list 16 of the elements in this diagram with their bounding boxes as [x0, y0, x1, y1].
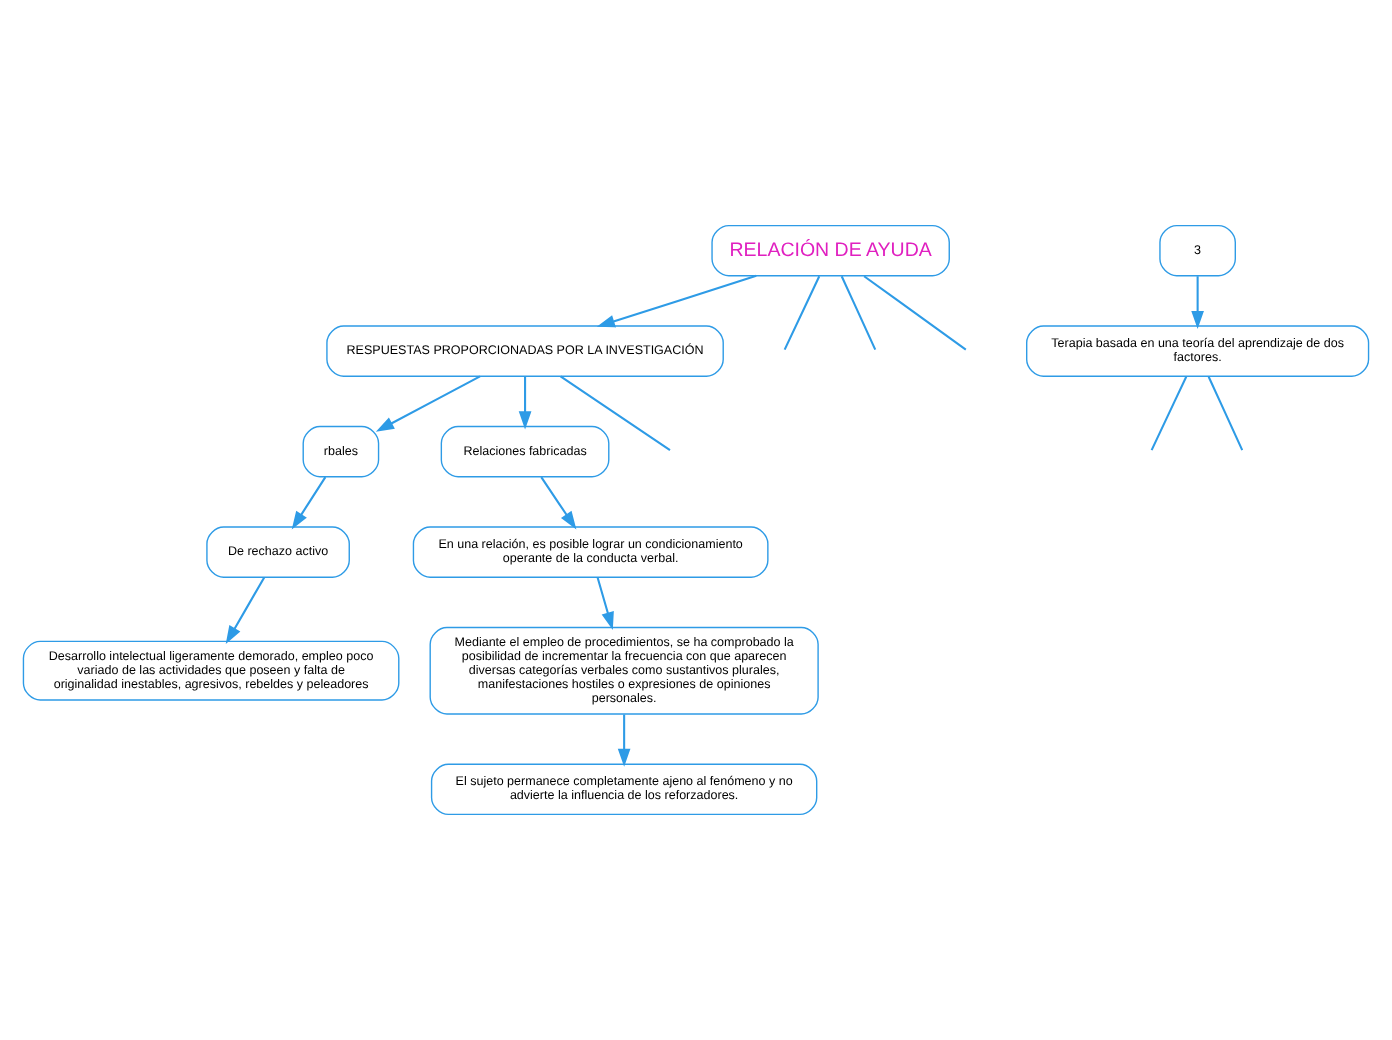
connector [1207, 376, 1244, 451]
connector [863, 275, 967, 351]
arrow [518, 376, 532, 430]
arrow [540, 476, 577, 530]
arrow [291, 476, 327, 530]
arrow [596, 577, 614, 631]
connector [840, 275, 877, 351]
arrow [1191, 276, 1204, 330]
arrow [596, 274, 757, 328]
connector [783, 275, 821, 351]
node-box: RELACIÓN DE AYUDA [711, 224, 950, 277]
connector [1150, 376, 1188, 451]
arrow [375, 375, 481, 432]
connector [560, 375, 671, 451]
arrow [617, 714, 631, 767]
arrow [225, 576, 266, 644]
